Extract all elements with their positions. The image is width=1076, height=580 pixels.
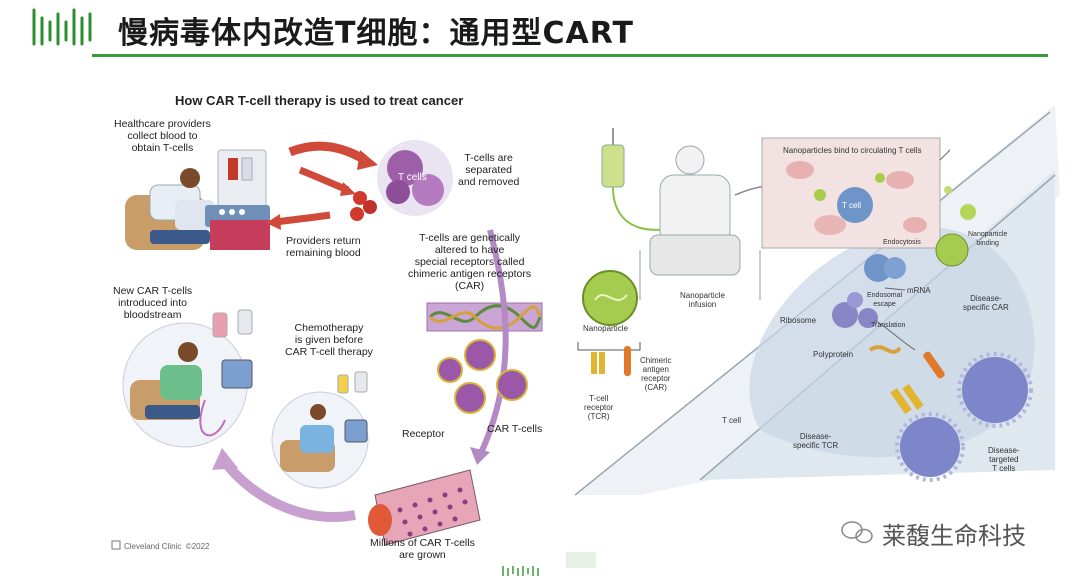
label-millions-grown: Millions of CAR T-cells are grown xyxy=(370,537,475,561)
credit-cleveland-clinic: Cleveland Clinic ©2022 xyxy=(124,542,210,551)
culture-flask-illustration xyxy=(368,469,481,546)
label-endosomal-escape: Endosomal escape xyxy=(867,292,903,308)
label-healthcare-collect: Healthcare providers collect blood to ob… xyxy=(114,118,211,154)
label-disease-targeted-tcells: Disease- targeted T cells xyxy=(988,446,1020,473)
label-t-cell-large: T cell xyxy=(722,416,741,425)
slide-title: 慢病毒体内改造T细胞：通用型CART xyxy=(118,16,634,51)
patient-infusion-illustration xyxy=(639,145,761,300)
left-diagram-title: How CAR T-cell therapy is used to treat … xyxy=(175,93,464,108)
label-endocytosis: Endocytosis xyxy=(883,239,921,246)
title-divider xyxy=(92,54,1048,57)
label-nanoparticle: Nanoparticle xyxy=(583,324,628,333)
watermark-text: 莱馥生命科技 xyxy=(882,522,1026,550)
label-polyprotein: Polyprotein xyxy=(813,350,854,359)
label-tcells-bubble: T cells xyxy=(398,172,427,183)
label-translation: Translation xyxy=(871,322,906,329)
label-new-car-tcells: New CAR T-cells introduced into bloodstr… xyxy=(113,285,193,321)
label-chimeric-antigen-receptor: Chimeric antigen receptor (CAR) xyxy=(640,356,672,392)
label-ribosome: Ribosome xyxy=(780,316,817,325)
label-car-tcells: CAR T-cells xyxy=(487,423,543,435)
label-separated-removed: T-cells are separated and removed xyxy=(458,152,520,188)
label-nanoparticle-binding: Nanoparticle binding xyxy=(968,231,1008,247)
label-providers-return: Providers return remaining blood xyxy=(286,235,361,259)
label-nanoparticle-infusion: Nanoparticle infusion xyxy=(680,291,725,309)
label-genetically-altered: T-cells are genetically altered to have … xyxy=(408,232,532,292)
patient-blood-collection-illustration xyxy=(125,149,270,250)
label-disease-specific-car: Disease- specific CAR xyxy=(963,294,1009,312)
label-receptor: Receptor xyxy=(402,428,445,440)
label-t-cell-small: T cell xyxy=(842,201,861,210)
label-chemotherapy: Chemotherapy is given before CAR T-cell … xyxy=(285,322,373,358)
label-disease-specific-tcr: Disease- specific TCR xyxy=(793,432,839,450)
label-mrna: mRNA xyxy=(907,286,931,295)
label-np-bind-circulating: Nanoparticles bind to circulating T cell… xyxy=(783,146,922,155)
label-tcr: T-cell receptor (TCR) xyxy=(584,394,614,421)
